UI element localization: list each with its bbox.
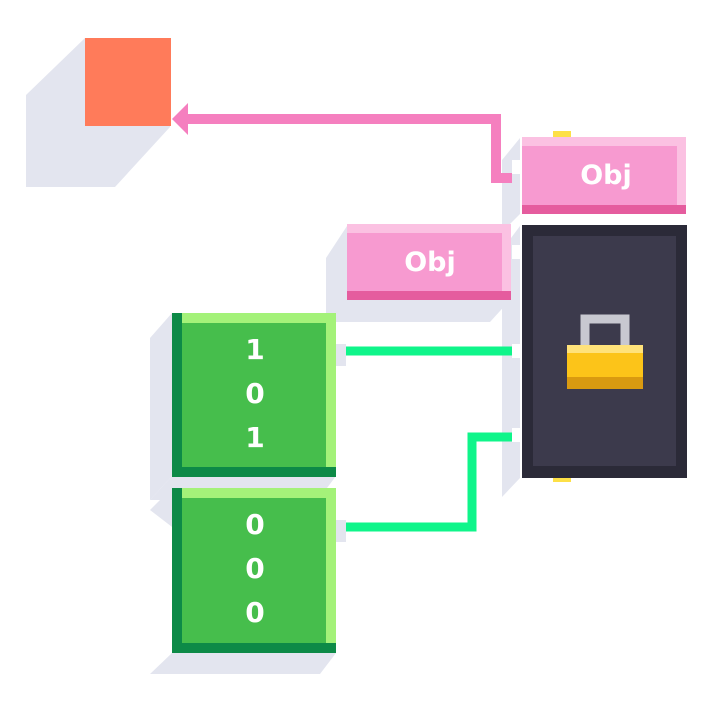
bits-block-bottom-body bbox=[172, 488, 336, 653]
padlock-icon bbox=[567, 314, 643, 389]
bits-block-bottom-base bbox=[172, 643, 336, 653]
pink-wire bbox=[186, 114, 512, 183]
port-obj-left-out bbox=[512, 245, 522, 259]
bits-block-top-highlight bbox=[172, 313, 336, 323]
obj-node-left-label: Obj bbox=[404, 247, 456, 278]
bits-block-top[interactable]: 1 0 1 bbox=[172, 313, 336, 477]
bits-block-bottom-bit: 0 bbox=[245, 596, 264, 629]
obj-node-top[interactable]: Obj bbox=[522, 137, 686, 214]
port-connector-white bbox=[565, 212, 577, 226]
port-obj-top-yellow bbox=[553, 131, 571, 139]
obj-node-top-label: Obj bbox=[580, 160, 632, 191]
obj-node-left-body bbox=[347, 224, 511, 300]
obj-node-top-edge bbox=[677, 137, 686, 214]
obj-node-top-highlight bbox=[522, 137, 686, 146]
ports bbox=[336, 131, 577, 542]
bits-block-top-bit: 1 bbox=[245, 333, 264, 366]
padlock-shackle bbox=[580, 314, 630, 352]
port-pink-in bbox=[512, 160, 522, 174]
bits-block-top-base bbox=[172, 467, 336, 477]
obj-node-left-highlight bbox=[347, 224, 511, 233]
port-lock-yellow bbox=[553, 476, 571, 482]
obj-node-left-base bbox=[347, 291, 511, 300]
bits-block-bottom-side bbox=[172, 488, 182, 653]
obj-node-left[interactable]: Obj bbox=[347, 224, 511, 300]
pink-wire-arrowhead bbox=[172, 103, 188, 135]
padlock-body-shade bbox=[567, 377, 643, 389]
bits-block-bottom-edge bbox=[326, 488, 336, 653]
bits-top-shadow bbox=[150, 313, 172, 500]
port-green-bottom-in bbox=[512, 428, 522, 442]
bits-block-bottom-bit: 0 bbox=[245, 508, 264, 541]
port-green-top-in bbox=[512, 344, 522, 358]
bits-block-top-side bbox=[172, 313, 182, 477]
bits-block-bottom-highlight bbox=[172, 488, 336, 498]
obj-node-top-base bbox=[522, 205, 686, 214]
bits-block-bottom[interactable]: 0 0 0 bbox=[172, 488, 336, 653]
obj-node-left-edge bbox=[502, 224, 511, 300]
wires bbox=[172, 103, 514, 532]
green-wire-bottom bbox=[345, 432, 514, 532]
obj-node-top-body bbox=[522, 137, 686, 214]
bits-block-top-bit: 1 bbox=[245, 421, 264, 454]
padlock-body-light bbox=[567, 345, 643, 353]
bits-block-top-edge bbox=[326, 313, 336, 477]
bits-block-bottom-bit: 0 bbox=[245, 552, 264, 585]
bits-block-top-body bbox=[172, 313, 336, 477]
lock-node[interactable] bbox=[522, 225, 687, 478]
port-bits-top-out bbox=[336, 344, 346, 366]
obj-top-shadow bbox=[502, 138, 520, 232]
output-block bbox=[85, 38, 171, 126]
port-bits-bottom-out bbox=[336, 520, 346, 542]
bits-block-top-bit: 0 bbox=[245, 377, 264, 410]
